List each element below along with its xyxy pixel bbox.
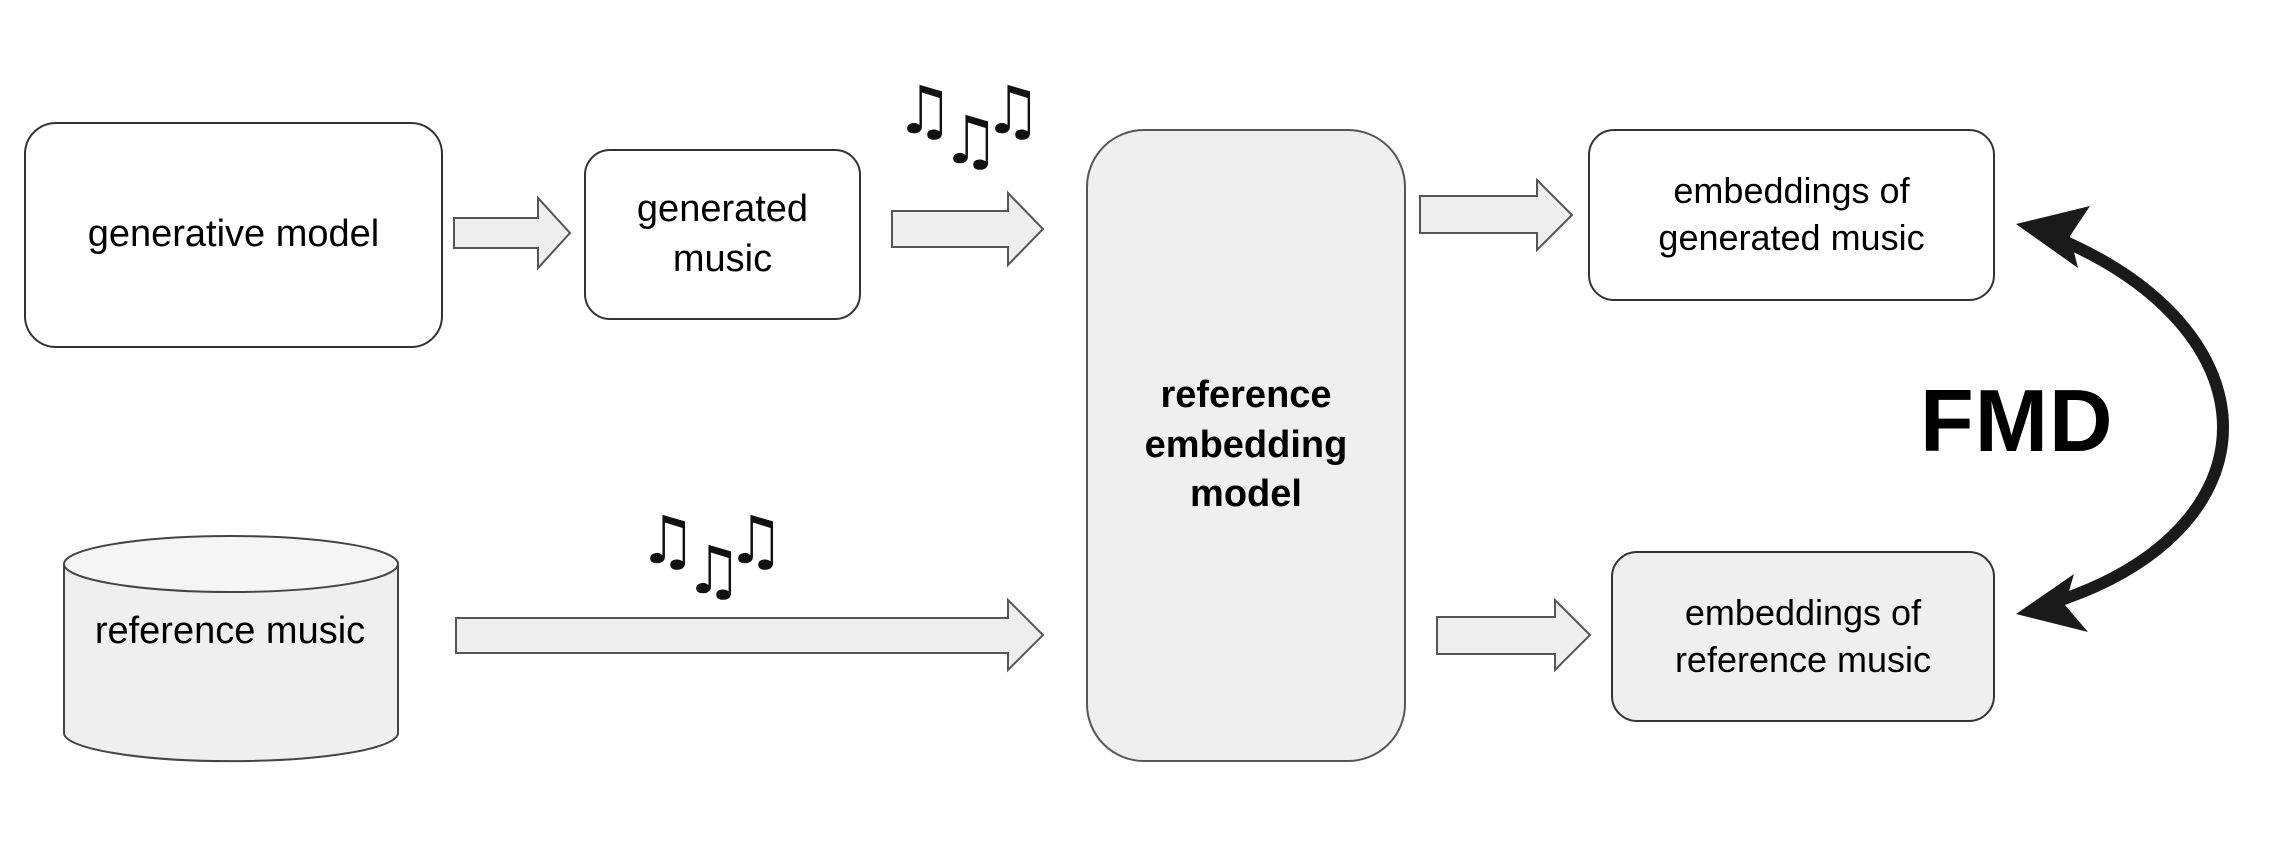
generative-model-box: generative model: [24, 122, 443, 348]
fmd-arc: [2049, 230, 2229, 609]
generated-music-label: generated music: [636, 188, 809, 280]
music-notes-icon-top: ♫ ♫ ♫: [895, 78, 1045, 178]
fmd-metric-label: FMD: [1920, 371, 2114, 470]
embeddings-reference-box: embeddings of reference music: [1611, 551, 1995, 722]
reference-music-label: reference music: [94, 610, 366, 652]
embeddings-reference-label: embeddings of reference music: [1674, 591, 1932, 680]
fmd-arc-arrowhead-top: [2016, 206, 2090, 268]
arrow-embedding-to-generated-embeddings: [1419, 177, 1574, 253]
music-note-icon: ♫: [983, 72, 1043, 149]
generated-music-box: generated music: [584, 149, 861, 320]
cylinder-top: [63, 535, 399, 593]
generative-model-label: generative model: [87, 213, 380, 256]
arrow-embedding-to-reference-embeddings: [1436, 597, 1592, 673]
arrow-generative-to-generated: [453, 195, 572, 271]
reference-embedding-model-label: reference embedding model: [1144, 374, 1348, 516]
music-note-icon: ♫: [726, 502, 786, 579]
arrow-generated-to-embedding: [891, 190, 1045, 268]
embeddings-generated-box: embeddings of generated music: [1588, 129, 1995, 301]
music-note-icon: ♫: [684, 532, 744, 609]
cylinder-body: [63, 564, 399, 763]
reference-music-cylinder: [63, 535, 399, 763]
music-note-icon: ♫: [941, 102, 1001, 179]
fmd-arc-arrowhead-bottom: [2016, 574, 2088, 632]
music-notes-icon-bottom: ♫ ♫ ♫: [638, 508, 788, 608]
music-note-icon: ♫: [638, 502, 698, 579]
embeddings-generated-label: embeddings of generated music: [1658, 170, 1925, 258]
music-note-icon: ♫: [895, 72, 955, 149]
reference-embedding-model-box: reference embedding model: [1086, 129, 1406, 762]
arrow-reference-to-embedding: [455, 597, 1045, 673]
